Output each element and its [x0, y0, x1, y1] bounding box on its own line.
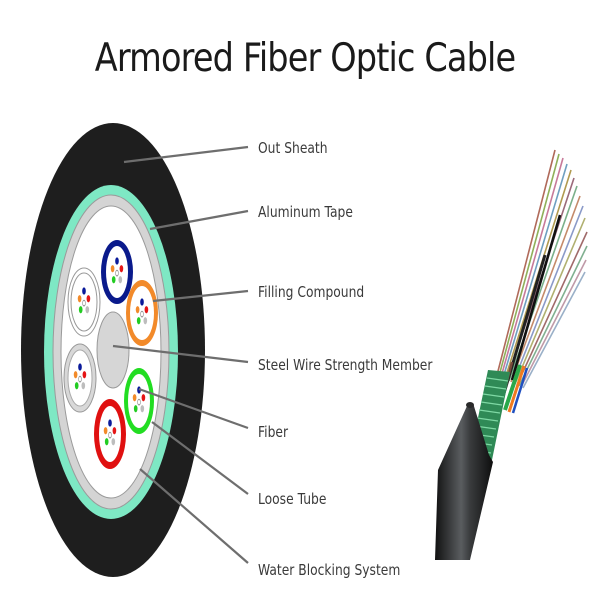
outer-jacket [435, 403, 493, 560]
label-out-sheath: Out Sheath [258, 139, 328, 157]
loose-tube-blue [101, 240, 133, 304]
cross-section [21, 123, 205, 577]
label-aluminum-tape: Aluminum Tape [258, 203, 353, 221]
loose-tube-green [124, 368, 154, 434]
cable-side-view [435, 149, 588, 560]
exposed-fibers [496, 149, 588, 414]
leader-fiber [138, 387, 249, 430]
label-filling-compound: Filling Compound [258, 283, 365, 301]
diagram-title: Armored Fiber Optic Cable [94, 36, 516, 81]
loose-tube-white [67, 267, 101, 337]
leader-lines [112, 145, 249, 564]
label-fiber: Fiber [258, 423, 289, 441]
leader-water-blocking [139, 468, 249, 564]
leader-filling-compound [152, 289, 249, 303]
steel-wire-strength-member [96, 311, 130, 389]
label-water-blocking-system: Water Blocking System [258, 561, 401, 579]
loose-tube-red [94, 399, 126, 469]
leader-out-sheath [123, 145, 249, 164]
label-steel-wire-strength-member: Steel Wire Strength Member [258, 356, 433, 374]
leader-steel-wire [112, 344, 249, 364]
leader-loose-tube [151, 421, 249, 495]
loose-tube-grey [63, 343, 97, 413]
loose-tube-orange [126, 280, 158, 346]
leader-aluminum-tape [149, 209, 249, 231]
label-loose-tube: Loose Tube [258, 490, 327, 508]
